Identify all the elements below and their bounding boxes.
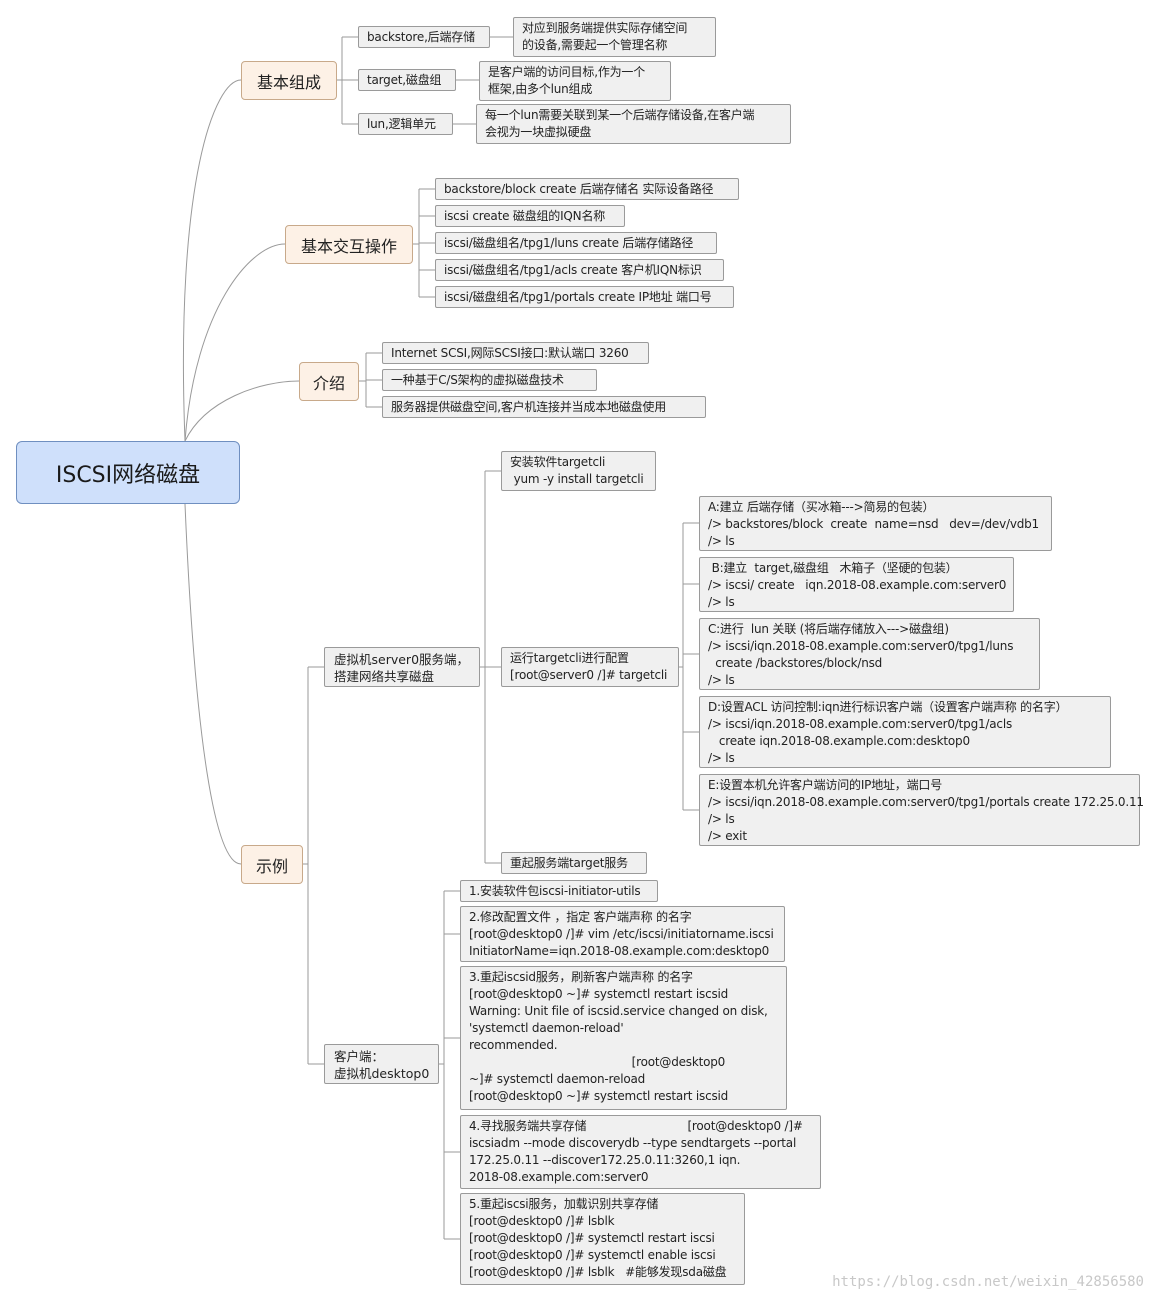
server-step-b[interactable]: B:建立 target,磁盘组 木箱子（坚硬的包装） /> iscsi/ cre… [699,557,1014,612]
operation-item[interactable]: iscsi/磁盘组名/tpg1/portals create IP地址 端口号 [435,286,734,308]
connector-line [184,380,300,442]
connector-line [184,503,242,865]
operation-item[interactable]: iscsi/磁盘组名/tpg1/acls create 客户机IQN标识 [435,259,724,281]
component-target-note[interactable]: 是客户端的访问目标,作为一个 框架,由多个lun组成 [479,61,671,101]
client-step-3[interactable]: 3.重起iscsid服务，刷新客户端声称 的名字 [root@desktop0 … [460,966,787,1110]
component-target[interactable]: target,磁盘组 [358,69,456,91]
server-run-targetcli[interactable]: 运行targetcli进行配置 [root@server0 /]# target… [501,647,679,687]
server-restart-target[interactable]: 重起服务端target服务 [501,852,647,874]
client-step-5[interactable]: 5.重起iscsi服务，加载识别共享存储 [root@desktop0 /]# … [460,1193,745,1285]
topic-example[interactable]: 示例 [241,845,303,884]
connector-line [182,79,242,442]
introduction-item[interactable]: 服务器提供磁盘空间,客户机连接并当成本地磁盘使用 [382,396,706,418]
topic-basic-components[interactable]: 基本组成 [241,61,337,100]
connector-line [184,243,286,442]
server-step-c[interactable]: C:进行 lun 关联 (将后端存储放入--->磁盘组) /> iscsi/iq… [699,618,1040,690]
server-step-e[interactable]: E:设置本机允许客户端访问的IP地址，端口号 /> iscsi/iqn.2018… [699,774,1144,846]
client-step-2[interactable]: 2.修改配置文件 ，指定 客户端声称 的名字 [root@desktop0 /]… [460,906,785,962]
introduction-item[interactable]: Internet SCSI,网际SCSI接口:默认端口 3260 [382,342,649,364]
client-node[interactable]: 客户端： 虚拟机desktop0 [324,1044,439,1084]
server-node[interactable]: 虚拟机server0服务端， 搭建网络共享磁盘 [324,647,480,687]
server-step-d[interactable]: D:设置ACL 访问控制:iqn进行标识客户端（设置客户端声称 的名字） /> … [699,696,1111,768]
introduction-item[interactable]: 一种基于C/S架构的虚拟磁盘技术 [382,369,597,391]
topic-introduction[interactable]: 介绍 [299,362,359,401]
client-step-4[interactable]: 4.寻找服务端共享存储 [root@desktop0 /]# iscsiadm … [460,1115,821,1189]
client-step-1[interactable]: 1.安装软件包iscsi-initiator-utils [460,880,658,902]
operation-item[interactable]: iscsi/磁盘组名/tpg1/luns create 后端存储路径 [435,232,717,254]
server-step-a[interactable]: A:建立 后端存储（买冰箱--->简易的包装） /> backstores/bl… [699,496,1052,551]
server-install[interactable]: 安装软件targetcli yum -y install targetcli [501,451,656,491]
operation-item[interactable]: backstore/block create 后端存储名 实际设备路径 [435,178,739,200]
component-lun[interactable]: lun,逻辑单元 [358,113,453,135]
component-backstore[interactable]: backstore,后端存储 [358,26,490,48]
topic-basic-operations[interactable]: 基本交互操作 [285,225,413,264]
watermark-text: https://blog.csdn.net/weixin_42856580 [832,1274,1144,1290]
component-backstore-note[interactable]: 对应到服务端提供实际存储空间 的设备,需要起一个管理名称 [513,17,716,57]
operation-item[interactable]: iscsi create 磁盘组的IQN名称 [435,205,625,227]
root-node[interactable]: ISCSI网络磁盘 [16,441,240,504]
component-lun-note[interactable]: 每一个lun需要关联到某一个后端存储设备,在客户端 会视为一块虚拟硬盘 [476,104,791,144]
